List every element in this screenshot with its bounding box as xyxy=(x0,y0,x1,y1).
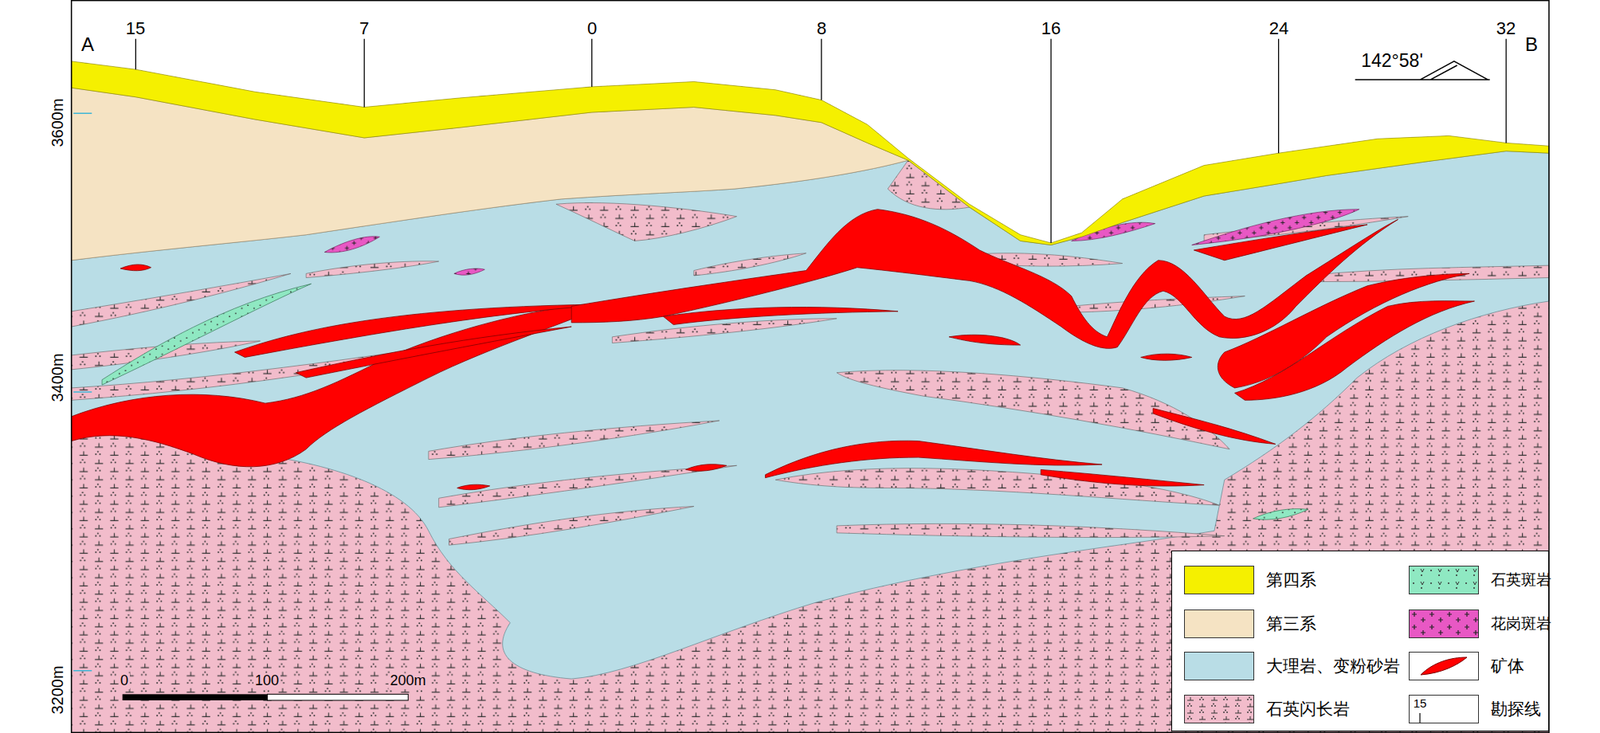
scale-value: 100 xyxy=(253,673,281,690)
swatch-pattern xyxy=(1184,695,1254,723)
quartz-porphyry xyxy=(101,283,312,385)
legend-text: 大理岩、变粉砂岩 xyxy=(1266,656,1400,675)
legend-text: 勘探线 xyxy=(1490,699,1542,718)
legend-text: 石英闪长岩 xyxy=(1266,699,1350,718)
line-number: 8 xyxy=(816,19,827,39)
quartz-porphyry xyxy=(1253,509,1309,521)
line-number: 0 xyxy=(587,19,597,39)
legend-swatch xyxy=(1184,694,1255,724)
diorite-lens xyxy=(428,420,720,460)
elevation-tick xyxy=(73,113,92,671)
diorite-lens xyxy=(448,506,694,546)
legend-swatch xyxy=(1184,565,1255,595)
swatch-art xyxy=(1184,652,1254,680)
legend-text: 第四系 xyxy=(1266,570,1317,589)
legend-text: 矿体 xyxy=(1490,656,1525,675)
swatch-art xyxy=(1184,610,1254,638)
ore-body xyxy=(1040,469,1204,487)
line-number: 32 xyxy=(1496,19,1516,39)
elevation: 3600m xyxy=(48,98,67,147)
ore-body xyxy=(120,264,151,271)
ore-body xyxy=(457,484,491,490)
legend-swatch xyxy=(1408,609,1479,639)
ore-body xyxy=(662,306,899,325)
swatch-art xyxy=(1409,566,1479,594)
ore-body xyxy=(1217,273,1470,389)
line-number: 15 xyxy=(1413,697,1428,711)
line-tick xyxy=(1419,713,1420,723)
ore-body xyxy=(571,209,1398,350)
quartz-porphyry xyxy=(101,283,1309,520)
scale-bar xyxy=(267,694,409,701)
azimuth: 142°58' xyxy=(1360,50,1424,71)
quartz-diorite xyxy=(71,61,1550,733)
legend-text: 第三系 xyxy=(1266,614,1317,633)
ore-body xyxy=(1152,408,1276,445)
granite-porphyry xyxy=(454,268,485,275)
ore-body xyxy=(1141,353,1193,361)
diorite-lens xyxy=(439,465,738,508)
quaternary xyxy=(71,61,1550,246)
scale-value: 200m xyxy=(388,673,428,690)
line-number: 15 xyxy=(125,19,146,39)
exploration-line xyxy=(135,39,1506,244)
swatch-art xyxy=(1184,566,1254,594)
diorite-lens xyxy=(556,203,738,242)
line-number: 7 xyxy=(359,19,369,39)
legend-box: 第四系 石英斑岩第三系 花岗斑岩大理岩、变粉砂岩 矿体石英闪长岩 15 勘探线 xyxy=(1171,550,1550,732)
legend-text: 花岗斑岩 xyxy=(1490,615,1552,633)
ore-body xyxy=(949,334,1021,346)
diorite-lens xyxy=(305,261,439,279)
granite-porphyry xyxy=(324,209,1360,276)
scale-value: 0 xyxy=(118,673,130,690)
elevation-tick xyxy=(73,113,92,671)
quartz-diorite xyxy=(71,61,1550,733)
end-letter: B xyxy=(1525,34,1538,55)
ore-body xyxy=(71,209,1475,491)
granite-porphyry xyxy=(1192,209,1360,246)
section-frame xyxy=(71,0,1550,733)
legend-swatch xyxy=(1408,565,1479,595)
line-number: 24 xyxy=(1269,19,1289,39)
ore-sample xyxy=(1408,651,1479,681)
diorite-lens xyxy=(775,468,1220,506)
quaternary xyxy=(71,61,1550,246)
legend-text: 石英斑岩 xyxy=(1490,572,1552,589)
legend-swatch xyxy=(1184,609,1255,639)
swatch-pattern xyxy=(1409,610,1479,638)
diorite-lens xyxy=(836,523,1225,538)
swatch-pattern xyxy=(1409,566,1479,594)
diorite-lens xyxy=(836,370,1230,450)
end-letter: A xyxy=(81,34,95,55)
swatch-art xyxy=(1409,610,1479,638)
exploration-line xyxy=(135,39,1506,244)
ore-body xyxy=(295,326,572,378)
elevation: 3200m xyxy=(48,665,67,714)
ore-body xyxy=(71,301,613,467)
diorite-lens xyxy=(694,253,807,276)
elevation: 3400m xyxy=(48,352,67,402)
ore-lens xyxy=(1420,657,1467,675)
ore-body xyxy=(1235,301,1475,401)
swatch-art xyxy=(1184,695,1254,723)
diorite-lens xyxy=(1071,296,1246,314)
swatch-art xyxy=(1409,652,1479,680)
ore-body xyxy=(686,464,727,471)
diorite-lens xyxy=(611,318,837,344)
line-number: 16 xyxy=(1041,19,1061,39)
legend-swatch xyxy=(1184,651,1255,681)
exploration-line-sample: 15 xyxy=(1408,694,1479,724)
diorite-lens xyxy=(887,160,969,210)
scale-bar xyxy=(122,694,409,701)
scale-bar xyxy=(122,694,268,701)
granite-porphyry xyxy=(324,236,380,253)
